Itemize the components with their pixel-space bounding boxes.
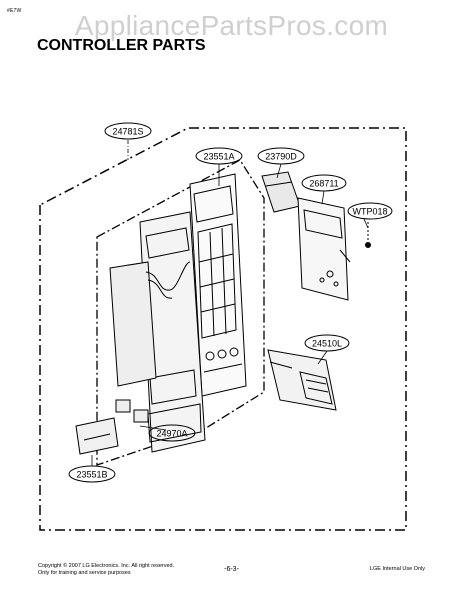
svg-text:268711: 268711 bbox=[309, 179, 338, 189]
watermark: AppliancePartsPros.com bbox=[74, 10, 389, 41]
membrane-sheet bbox=[109, 261, 191, 387]
svg-text:23551A: 23551A bbox=[203, 152, 234, 162]
callout-24781S: 24781S bbox=[104, 122, 152, 140]
footer-internal: LGE Internal Use Only bbox=[369, 566, 425, 572]
svg-text:23551B: 23551B bbox=[76, 470, 107, 480]
svg-text:24970A: 24970A bbox=[156, 429, 187, 439]
page-number: -6-3- bbox=[224, 566, 239, 573]
footer-copyright: Copyright © 2007 LG Electronics. Inc. Al… bbox=[38, 563, 174, 577]
callout-24510L: 24510L bbox=[304, 334, 350, 352]
callout-WTP018: WTP018 bbox=[347, 202, 393, 220]
control-panel-frame bbox=[189, 173, 247, 397]
callout-23551A: 23551A bbox=[195, 147, 243, 165]
bracket-part bbox=[261, 171, 301, 213]
corner-code: #E7W bbox=[7, 8, 22, 14]
svg-text:WTP018: WTP018 bbox=[352, 207, 387, 217]
callout-268711: 268711 bbox=[301, 174, 347, 192]
assembly-boundary-inner bbox=[96, 159, 265, 466]
svg-text:23790D: 23790D bbox=[265, 152, 297, 162]
callout-23551B: 23551B bbox=[68, 465, 116, 483]
training-text: Only for training and service purposes bbox=[38, 570, 131, 576]
screw-part bbox=[365, 222, 371, 248]
button-parts bbox=[115, 399, 149, 423]
copyright-text: Copyright © 2007 LG Electronics. Inc. Al… bbox=[38, 563, 175, 569]
callout-23790D: 23790D bbox=[257, 147, 305, 165]
latch-assembly bbox=[267, 349, 337, 411]
page-title: CONTROLLER PARTS bbox=[37, 37, 206, 54]
svg-text:24510L: 24510L bbox=[312, 339, 342, 349]
knob-part bbox=[75, 417, 119, 455]
decor-panel bbox=[139, 211, 206, 453]
pcb-board bbox=[297, 197, 351, 301]
svg-text:24781S: 24781S bbox=[112, 127, 143, 137]
callout-24970A: 24970A bbox=[148, 424, 196, 442]
leader-lines bbox=[91, 140, 369, 466]
